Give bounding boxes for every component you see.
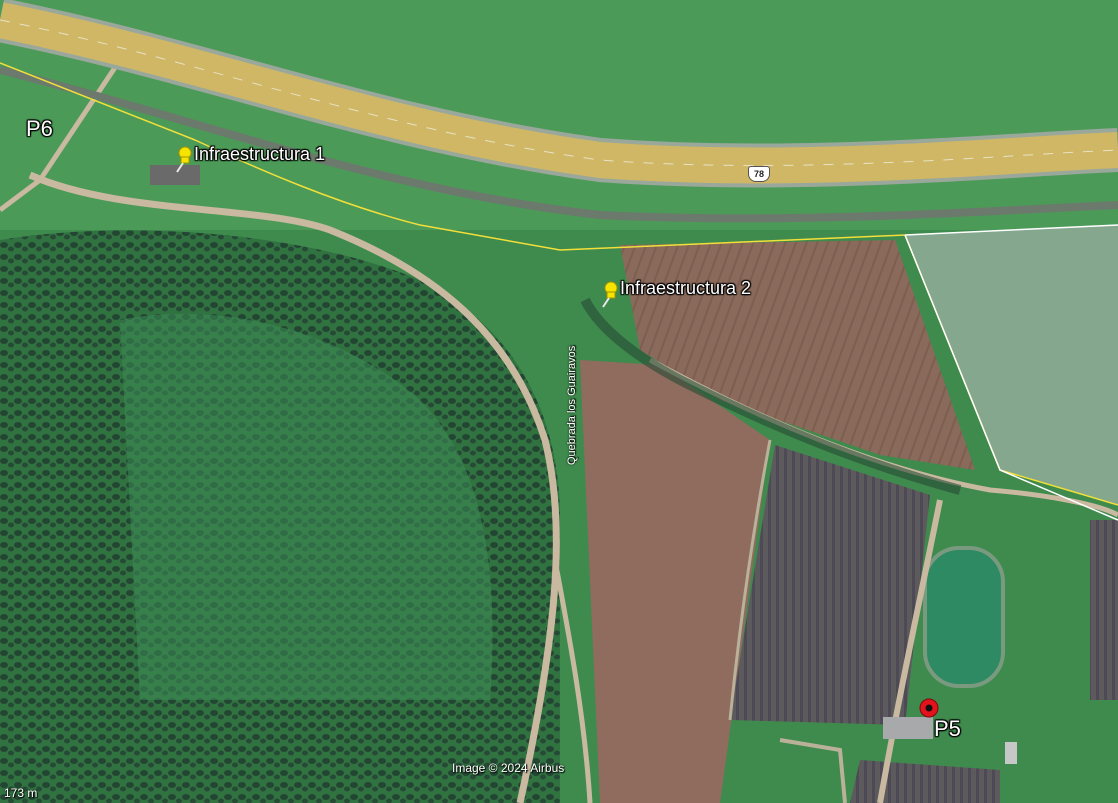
point-label-p5[interactable]: P5 [934, 716, 961, 741]
point-label-p6[interactable]: P6 [26, 116, 53, 141]
road-shield: 78 [748, 166, 770, 182]
placemark-label-infraestructura-2[interactable]: Infraestructura 2 [620, 278, 752, 298]
yellow-pushpin-icon[interactable] [172, 145, 194, 173]
placemark-label-infraestructura-1[interactable]: Infraestructura 1 [194, 144, 326, 164]
scale-label: 173 m [4, 786, 38, 800]
imagery-credit: Image © 2024 Airbus [452, 761, 565, 775]
red-circle-marker-icon[interactable] [918, 697, 940, 719]
stream-label: Quebrada los Guairavos [566, 345, 578, 465]
yellow-pushpin-icon[interactable] [598, 280, 620, 308]
